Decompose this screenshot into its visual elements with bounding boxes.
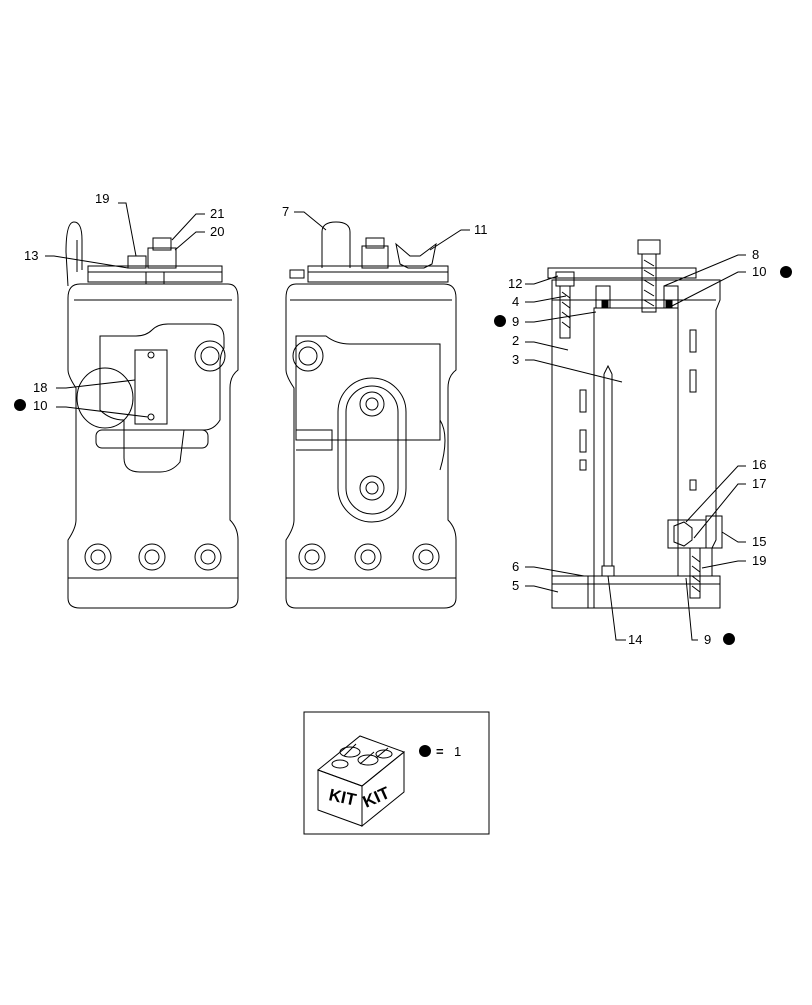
label-16: 16 bbox=[752, 457, 766, 472]
view-1-body bbox=[65, 221, 239, 609]
legend-kit-dot bbox=[419, 745, 431, 757]
valve-body-2 bbox=[285, 283, 457, 609]
label-6: 6 bbox=[512, 559, 519, 574]
label-4: 4 bbox=[512, 294, 519, 309]
label-19-v3: 19 bbox=[752, 553, 766, 568]
base-5 bbox=[551, 575, 721, 609]
kit-marker-dot bbox=[780, 266, 792, 278]
kit-label-left: KIT bbox=[327, 785, 358, 809]
central-recess bbox=[99, 323, 225, 473]
label-11: 11 bbox=[474, 222, 488, 237]
label-9a: 9 bbox=[512, 314, 519, 329]
pin-19 bbox=[127, 255, 147, 269]
label-18: 18 bbox=[33, 380, 47, 395]
legend-quantity: 1 bbox=[454, 744, 461, 759]
plug-16 bbox=[673, 521, 693, 547]
side-boss bbox=[76, 367, 134, 429]
port-top bbox=[194, 340, 226, 372]
slot-plate bbox=[337, 377, 407, 523]
kit-label-right: KIT bbox=[360, 783, 393, 812]
hook-handle bbox=[65, 221, 83, 287]
label-21: 21 bbox=[210, 206, 224, 221]
bolt-19 bbox=[689, 547, 701, 599]
label-10-v1: 10 bbox=[33, 398, 47, 413]
port-side bbox=[292, 340, 324, 372]
top-plate-2 bbox=[307, 265, 449, 283]
label-17: 17 bbox=[752, 476, 766, 491]
port-bottom-1 bbox=[84, 543, 112, 571]
label-8: 8 bbox=[752, 247, 759, 262]
view-1-leaders bbox=[45, 202, 205, 418]
kit-marker-dot bbox=[494, 315, 506, 327]
wing-nut-11 bbox=[395, 242, 437, 269]
kit-marker-dot bbox=[723, 633, 735, 645]
label-12: 12 bbox=[508, 276, 522, 291]
label-2: 2 bbox=[512, 333, 519, 348]
nut-21 bbox=[147, 247, 177, 269]
label-15: 15 bbox=[752, 534, 766, 549]
cover-plate-18 bbox=[134, 349, 168, 425]
kit-box-right bbox=[361, 750, 405, 828]
label-10-v3: 10 bbox=[752, 264, 766, 279]
legend-equals: = bbox=[436, 744, 444, 759]
hook-7 bbox=[321, 221, 351, 268]
label-20: 20 bbox=[210, 224, 224, 239]
label-13: 13 bbox=[24, 248, 38, 263]
kit-marker-dot bbox=[14, 399, 26, 411]
label-14: 14 bbox=[628, 632, 642, 647]
label-7: 7 bbox=[282, 204, 289, 219]
port-bottom-2 bbox=[138, 543, 166, 571]
view-3-leaders bbox=[525, 254, 746, 641]
bolt-20 bbox=[152, 237, 172, 251]
label-9b: 9 bbox=[704, 632, 711, 647]
view-2-leaders bbox=[294, 211, 470, 251]
label-3: 3 bbox=[512, 352, 519, 367]
valve-body bbox=[67, 283, 239, 609]
view-3-section bbox=[547, 239, 723, 609]
label-19-v1: 19 bbox=[95, 191, 109, 206]
label-5: 5 bbox=[512, 578, 519, 593]
view-2-body bbox=[285, 221, 457, 609]
port-bottom-3 bbox=[194, 543, 222, 571]
kit-legend-box bbox=[303, 711, 490, 835]
top-plate bbox=[87, 265, 223, 283]
